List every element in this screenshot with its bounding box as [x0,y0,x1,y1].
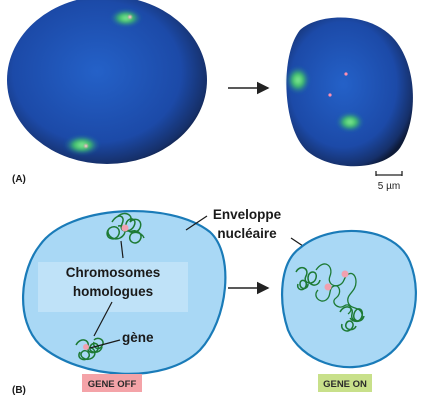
chromatin-signal-left [286,66,310,94]
gene-spot-1 [341,270,349,278]
panel-label-b: (B) [12,385,26,396]
envelope-pointer-left [185,215,208,231]
gene-off-label: GENE OFF [88,379,137,390]
envelope-label-line2: nucléaire [217,226,277,241]
gene-off-badge: GENE OFF [82,374,142,392]
label-backdrop [38,262,188,312]
chromosomes-label-line1: Chromosomes [66,265,161,280]
gene-spot-2 [324,283,332,291]
chromosomes-pointer-top [120,240,124,259]
chromatin-signal-top [110,9,142,27]
chromosome-cluster-top [106,212,145,244]
envelope-label-line1: Enveloppe [213,207,282,222]
chromatin-signal-right [336,112,364,132]
gene-on-label: GENE ON [323,379,367,390]
gene-pointer [89,339,121,349]
micrograph-nucleus-after [286,17,413,167]
chromosome-cluster-right [339,306,365,332]
chromatin-signal-bottom [64,135,100,155]
chromosomes-label-line2: homologues [73,284,153,299]
chromosome-cluster-bottom [75,337,104,361]
gene-on-badge: GENE ON [318,374,372,392]
chromosome-cluster-left [295,266,321,291]
panel-label-a: (A) [12,174,26,185]
scale-bar-label: 5 µm [378,181,400,192]
diagram-nucleus-after [281,229,417,369]
micrograph-nucleus-before [7,0,207,164]
chromosomes-pointer [93,301,113,337]
scale-bar: 5 µm [375,171,403,192]
gene-label: gène [122,330,154,345]
